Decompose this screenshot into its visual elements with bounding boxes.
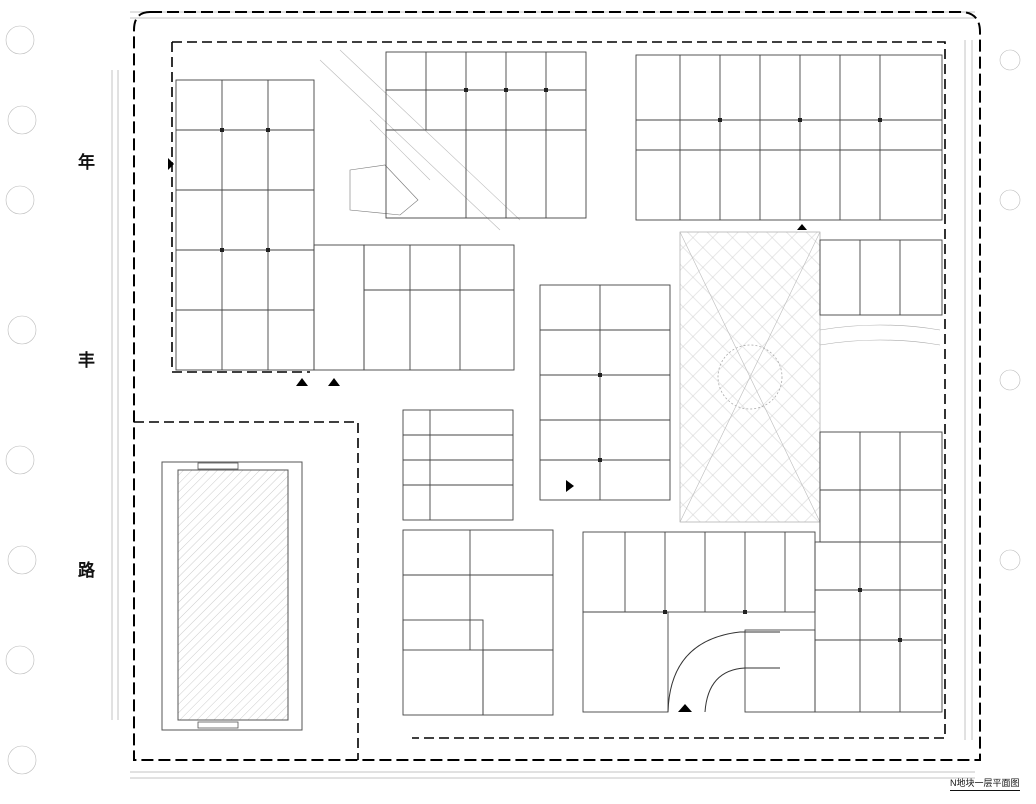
site-boundary bbox=[133, 11, 981, 761]
structural-columns bbox=[220, 88, 902, 642]
road-name-char-2: 丰 bbox=[78, 351, 95, 371]
entrance-markers bbox=[168, 158, 807, 712]
sports-field bbox=[161, 461, 303, 731]
road-name-char-1: 年 bbox=[78, 153, 95, 173]
drawing-title: N地块一层平面图 bbox=[950, 776, 1020, 791]
landscape-trees bbox=[5, 25, 1021, 775]
road-name-char-3: 路 bbox=[78, 561, 95, 581]
curved-driveway bbox=[667, 631, 780, 713]
diagonal-walkway bbox=[319, 49, 521, 231]
building-blocks bbox=[175, 51, 943, 716]
building-outlines bbox=[134, 41, 946, 760]
dimension-lines bbox=[111, 11, 975, 779]
central-plaza bbox=[679, 231, 941, 523]
